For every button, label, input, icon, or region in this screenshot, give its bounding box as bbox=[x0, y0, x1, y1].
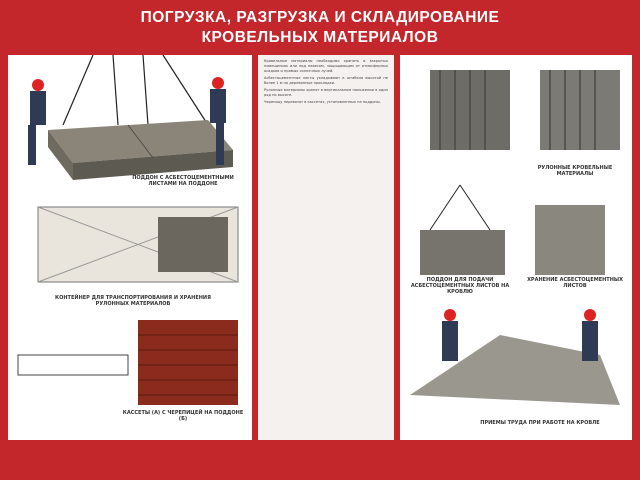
rolls-illustration bbox=[430, 70, 620, 150]
middle-paragraph: Черепицу перевозят в кассетах, установле… bbox=[264, 100, 381, 104]
middle-paragraph: Рулонные материалы хранят в вертикальном… bbox=[264, 88, 388, 97]
caption-container: КОНТЕЙНЕР ДЛЯ ТРАНСПОРТИРОВАНИЯ И ХРАНЕН… bbox=[55, 295, 211, 307]
caption-pallet: ПОДДОН С АСБЕСТОЦЕМЕНТНЫМИ ЛИСТАМИ НА ПО… bbox=[132, 175, 234, 187]
caption-tiles: КАССЕТЫ (a) С ЧЕРЕПИЦЕЙ НА ПОДДОНЕ (б) bbox=[122, 410, 244, 422]
pallet-lifting-illustration bbox=[28, 55, 233, 180]
footer-column bbox=[166, 440, 318, 476]
footer-column bbox=[8, 440, 160, 476]
title-line-2: КРОВЕЛЬНЫХ МАТЕРИАЛОВ bbox=[201, 29, 439, 46]
workers-roof-illustration bbox=[410, 309, 620, 405]
middle-text-panel: Кровельные материалы необходимо хранить … bbox=[258, 55, 394, 440]
caption-lift: ПОДДОН ДЛЯ ПОДАЧИ АСБЕСТОЦЕМЕНТНЫХ ЛИСТО… bbox=[410, 277, 510, 295]
footer-notes bbox=[8, 440, 632, 476]
left-panel: ПОДДОН С АСБЕСТОЦЕМЕНТНЫМИ ЛИСТАМИ НА ПО… bbox=[8, 55, 252, 440]
lift-illustration bbox=[420, 184, 605, 275]
poster-title: ПОГРУЗКА, РАЗГРУЗКА И СКЛАДИРОВАНИЕ КРОВ… bbox=[90, 8, 550, 48]
right-panel: РУЛОННЫЕ КРОВЕЛЬНЫЕ МАТЕРИАЛЫ ПОДДОН ДЛЯ… bbox=[400, 55, 632, 440]
middle-paragraph: Асбестоцементные листы укладывают в штаб… bbox=[264, 76, 388, 85]
caption-workers: ПРИЕМЫ ТРУДА ПРИ РАБОТЕ НА КРОВЛЕ bbox=[480, 420, 600, 426]
title-line-1: ПОГРУЗКА, РАЗГРУЗКА И СКЛАДИРОВАНИЕ bbox=[140, 9, 500, 26]
caption-rolls: РУЛОННЫЕ КРОВЕЛЬНЫЕ МАТЕРИАЛЫ bbox=[537, 165, 613, 177]
tiles-illustration bbox=[17, 320, 238, 405]
caption-stack: ХРАНЕНИЕ АСБЕСТОЦЕМЕНТНЫХ ЛИСТОВ bbox=[527, 277, 623, 289]
container-illustration bbox=[37, 206, 239, 283]
footer-column bbox=[481, 440, 633, 476]
middle-paragraph: Кровельные материалы необходимо хранить … bbox=[264, 59, 388, 73]
footer-column bbox=[323, 440, 475, 476]
